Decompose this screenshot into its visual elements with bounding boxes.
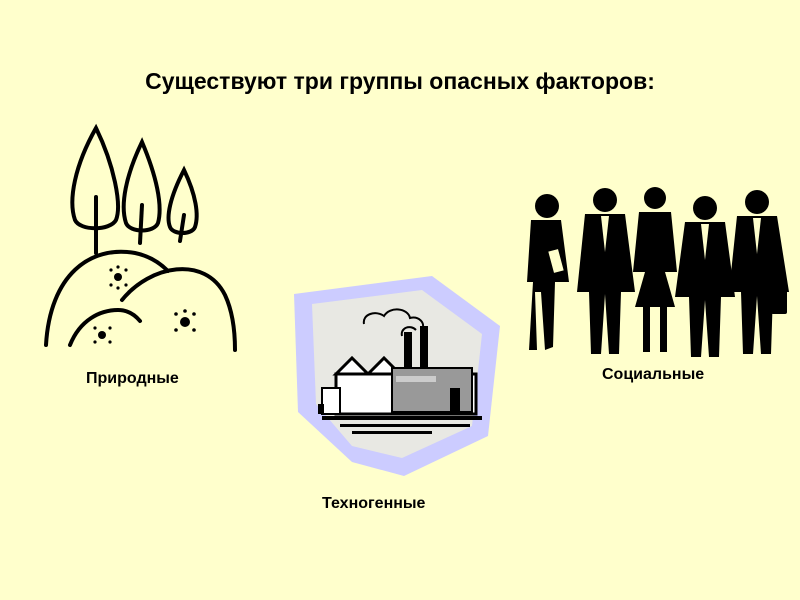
factory-icon [294,276,500,476]
caption-social: Социальные [602,366,705,383]
caption-tech: Техногенные [322,495,426,512]
people-icon [527,187,789,357]
caption-nature: Природные [86,370,179,387]
slide-title: Существуют три группы опасных факторов: [145,68,655,94]
nature-icon [44,123,237,352]
